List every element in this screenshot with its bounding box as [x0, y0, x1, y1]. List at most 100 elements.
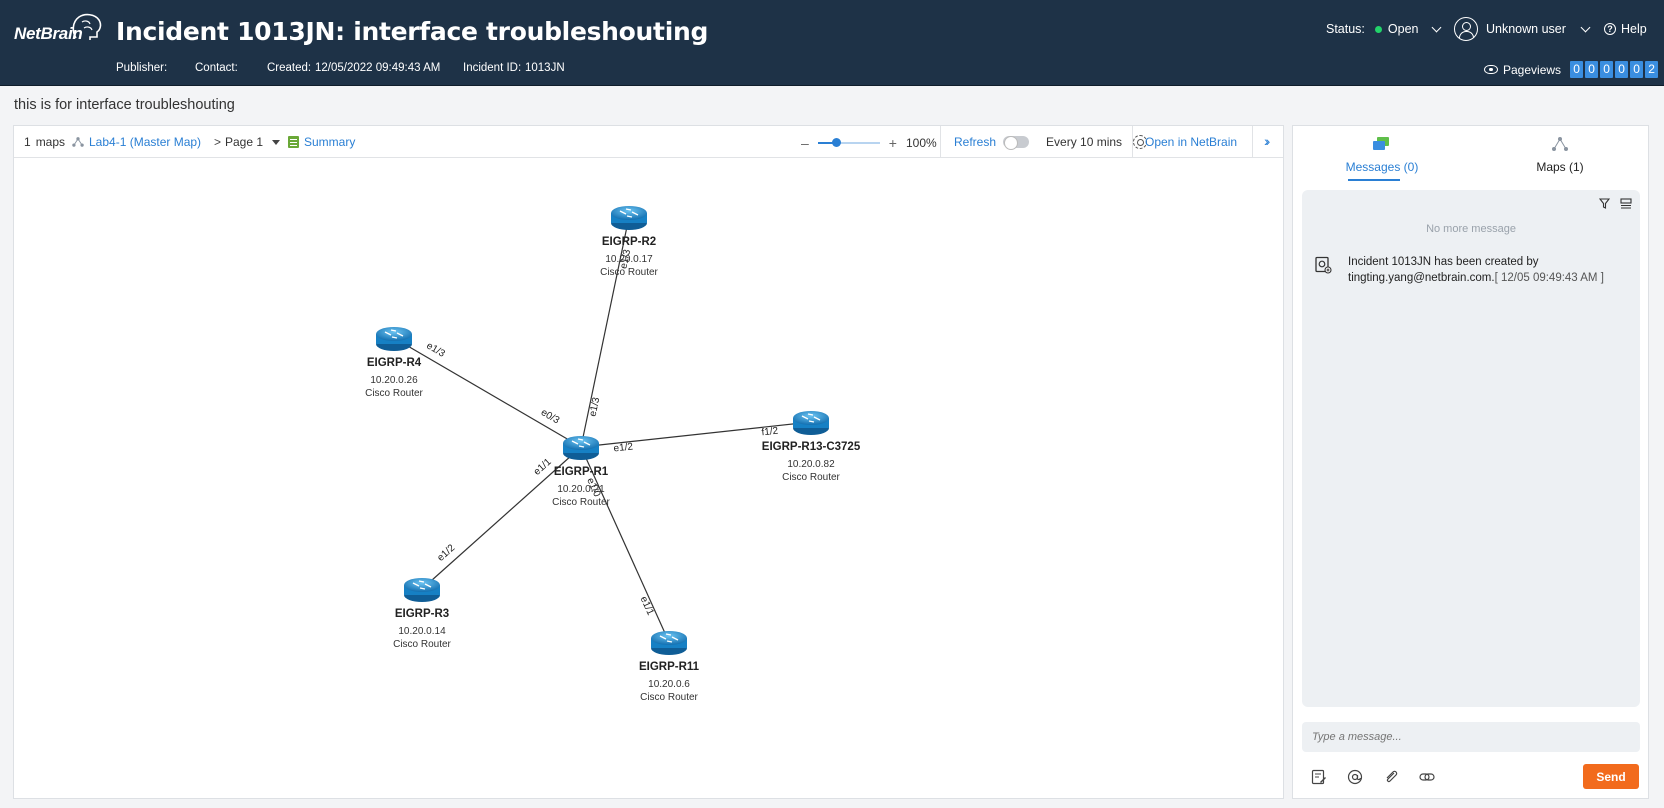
incident-created-icon: [1315, 256, 1332, 274]
publisher-label: Publisher:: [116, 62, 168, 74]
refresh-button[interactable]: Refresh: [954, 135, 997, 149]
router-type: Cisco Router: [552, 497, 610, 508]
incident-id-value: 1013JN: [525, 62, 565, 74]
active-tab-indicator: [1348, 179, 1400, 181]
list-icon[interactable]: [1620, 198, 1632, 209]
map-panel: 1 maps Lab4-1 (Master Map) > Page 1 Summ…: [13, 125, 1284, 799]
message-input[interactable]: [1302, 722, 1640, 752]
map-icon: [72, 137, 84, 147]
map-icon: [1552, 137, 1568, 151]
router-icon: [650, 630, 688, 656]
contact-label: Contact:: [195, 62, 238, 74]
gear-icon[interactable]: [1133, 135, 1148, 149]
zoom-in-icon[interactable]: +: [888, 135, 897, 151]
open-in-netbrain-label: Open in NetBrain: [1145, 135, 1238, 149]
netbrain-logo[interactable]: NetBrain: [14, 12, 102, 44]
at-mention-icon[interactable]: [1347, 769, 1363, 785]
chevron-down-icon: [1580, 22, 1591, 32]
side-panel: Messages (0) Maps (1) No more message: [1292, 125, 1649, 799]
topology-link[interactable]: [580, 446, 670, 643]
send-button[interactable]: Send: [1583, 764, 1639, 789]
maps-count: 1 maps: [24, 135, 65, 149]
router-icon: [792, 410, 830, 436]
topology-map[interactable]: e1/3e1/3e0/3e1/3e1/2f1/2e1/1e1/2e1/0e1/1…: [14, 159, 1283, 798]
double-chevron-right-icon: ››: [1264, 133, 1271, 149]
help-button[interactable]: ? Help: [1604, 22, 1647, 36]
map-toolbar: 1 maps Lab4-1 (Master Map) > Page 1 Summ…: [14, 126, 1283, 158]
maps-count-label: maps: [35, 135, 66, 149]
router-icon: [610, 205, 648, 231]
router-ip: 10.20.0.21: [557, 484, 605, 495]
zoom-level: 100%: [905, 136, 937, 150]
router-ip: 10.20.0.26: [370, 375, 418, 386]
summary-icon: [288, 136, 299, 148]
status-dropdown[interactable]: Status: Open: [1326, 22, 1441, 36]
interface-label: e1/1: [638, 595, 656, 618]
maps-count-value: 1: [24, 135, 31, 149]
no-more-message: No more message: [1426, 223, 1516, 235]
collapse-panel-button[interactable]: ››: [1264, 133, 1271, 149]
chevron-right-icon: >: [214, 135, 222, 149]
user-menu[interactable]: Unknown user: [1454, 17, 1591, 41]
message-tools: [1599, 198, 1632, 209]
help-label: Help: [1621, 22, 1647, 36]
messages-icon: [1373, 137, 1389, 150]
zoom-slider-knob[interactable]: [831, 138, 841, 147]
open-in-netbrain-link[interactable]: Open in NetBrain: [1145, 135, 1237, 149]
router-icon: [375, 326, 413, 352]
router-name: EIGRP-R1: [554, 466, 609, 478]
topology-link[interactable]: [393, 337, 582, 448]
tab-maps[interactable]: Maps (1): [1471, 126, 1649, 181]
pageviews-digit: 0: [1585, 61, 1599, 78]
message-list: No more message Incident 1013JN has been…: [1302, 190, 1640, 707]
filter-icon[interactable]: [1599, 198, 1610, 209]
summary-button[interactable]: Summary: [288, 135, 355, 149]
router-type: Cisco Router: [365, 388, 423, 399]
pageviews: Pageviews 0 0 0 0 0 2: [1484, 61, 1659, 78]
tab-messages[interactable]: Messages (0): [1293, 126, 1471, 181]
page-selector[interactable]: Page 1: [225, 135, 281, 149]
router-type: Cisco Router: [782, 472, 840, 483]
map-name: Lab4-1 (Master Map): [89, 135, 202, 149]
message-item: Incident 1013JN has been created by ting…: [1348, 254, 1628, 286]
refresh-control: Refresh Every 10 mins: [954, 135, 1148, 150]
router-name: EIGRP-R13-C3725: [762, 441, 861, 453]
message-timestamp: [ 12/05 09:49:43 AM ]: [1494, 272, 1604, 284]
pageviews-label: Pageviews: [1503, 62, 1562, 77]
router-name: EIGRP-R11: [639, 661, 700, 673]
message-compose-tools: [1311, 769, 1435, 785]
link-icon[interactable]: [1419, 769, 1435, 785]
eye-icon: [1484, 65, 1498, 74]
topology-link[interactable]: [580, 216, 630, 448]
attach-icon[interactable]: [1383, 769, 1399, 785]
status-dot-icon: [1374, 25, 1382, 33]
summary-label: Summary: [304, 135, 356, 149]
page-title: Incident 1013JN: interface troubleshouti…: [116, 17, 709, 46]
map-name-link[interactable]: Lab4-1 (Master Map) >: [72, 135, 221, 149]
router-type: Cisco Router: [600, 267, 658, 278]
auto-refresh-toggle[interactable]: [1003, 136, 1030, 150]
router-icon: [562, 435, 600, 461]
router-name: EIGRP-R3: [395, 608, 449, 620]
tab-maps-label: Maps (1): [1536, 160, 1584, 174]
zoom-slider[interactable]: [817, 138, 880, 147]
status-label: Status:: [1326, 22, 1365, 36]
note-icon[interactable]: [1311, 769, 1327, 785]
topology-link[interactable]: [421, 446, 582, 590]
created-label: Created:: [267, 62, 312, 74]
interface-label: e1/3: [618, 248, 633, 270]
topology-link[interactable]: [580, 421, 812, 448]
status-value: Open: [1387, 22, 1419, 36]
side-panel-tabs: Messages (0) Maps (1): [1293, 126, 1648, 181]
brain-logo-icon: [72, 13, 102, 40]
incident-description: this is for interface troubleshouting: [14, 97, 235, 113]
zoom-out-icon[interactable]: –: [801, 135, 809, 151]
user-icon: [1454, 17, 1478, 41]
